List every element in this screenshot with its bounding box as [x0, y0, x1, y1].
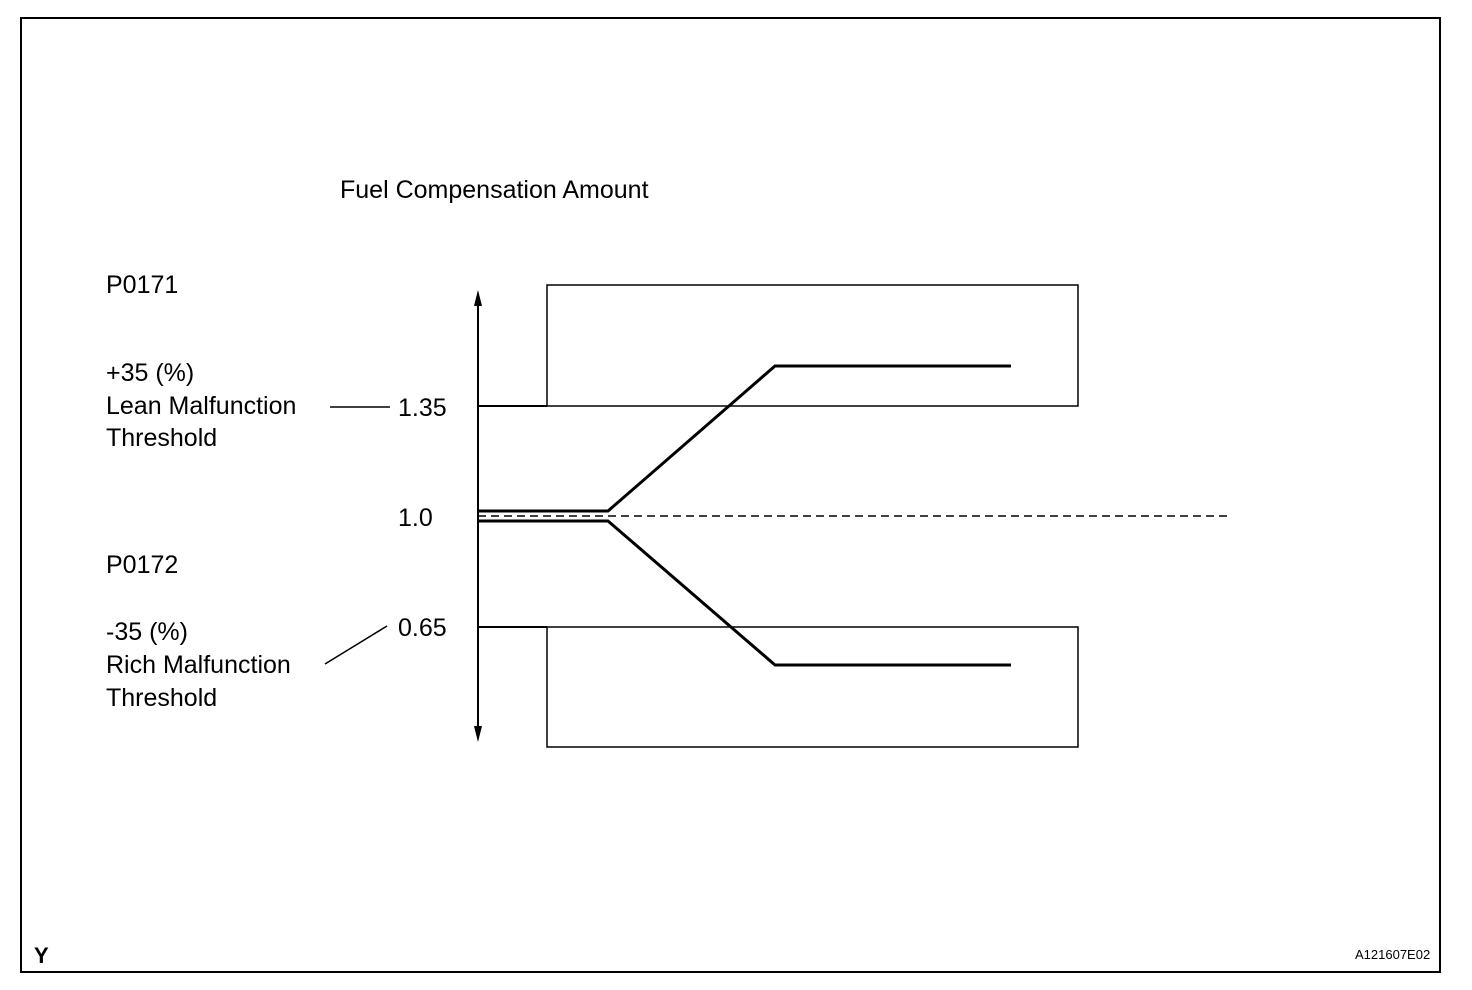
- lean-label-line1: Lean Malfunction: [106, 392, 297, 420]
- rich-label-line2: Threshold: [106, 684, 218, 712]
- rich-dtc-code: P0172: [106, 551, 179, 579]
- baseline-value: 1.0: [398, 504, 433, 532]
- axis-arrow-up-icon: [474, 290, 482, 306]
- rich-percent-label: -35 (%): [106, 618, 188, 646]
- rich-leader-line: [324, 625, 388, 665]
- lean-label-line2: Threshold: [106, 424, 218, 452]
- lean-dtc-code: P0171: [106, 271, 179, 299]
- rich-threshold-box: [546, 626, 1079, 748]
- corner-mark: Y: [34, 943, 49, 968]
- lean-threshold-value: 1.35: [398, 394, 447, 422]
- figure-id: A121607E02: [1355, 947, 1431, 962]
- figure-border: [20, 17, 1441, 973]
- lean-compensation-curve: [478, 364, 1011, 513]
- rich-compensation-curve: [478, 519, 1011, 667]
- rich-label-line1: Rich Malfunction: [106, 651, 291, 679]
- axis-arrow-down-icon: [474, 726, 482, 742]
- rich-threshold-value: 0.65: [398, 614, 447, 642]
- lean-percent-label: +35 (%): [106, 359, 195, 387]
- lean-threshold-box: [546, 284, 1079, 407]
- diagram-title: Fuel Compensation Amount: [340, 176, 649, 204]
